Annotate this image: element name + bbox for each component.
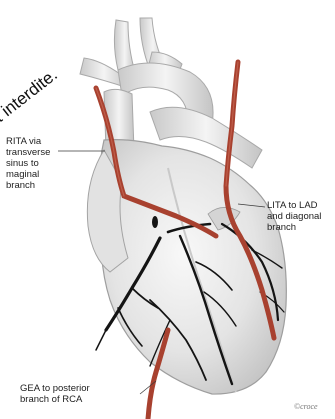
rita-label: RITA via transverse sinus to maginal bra… xyxy=(6,136,50,191)
coronary-ostium xyxy=(152,216,158,228)
lita-label: LITA to LAD and diagonal branch xyxy=(267,200,321,233)
artist-credit: ©croce xyxy=(294,402,318,411)
gea-label: GEA to posterior branch of RCA xyxy=(20,383,90,405)
